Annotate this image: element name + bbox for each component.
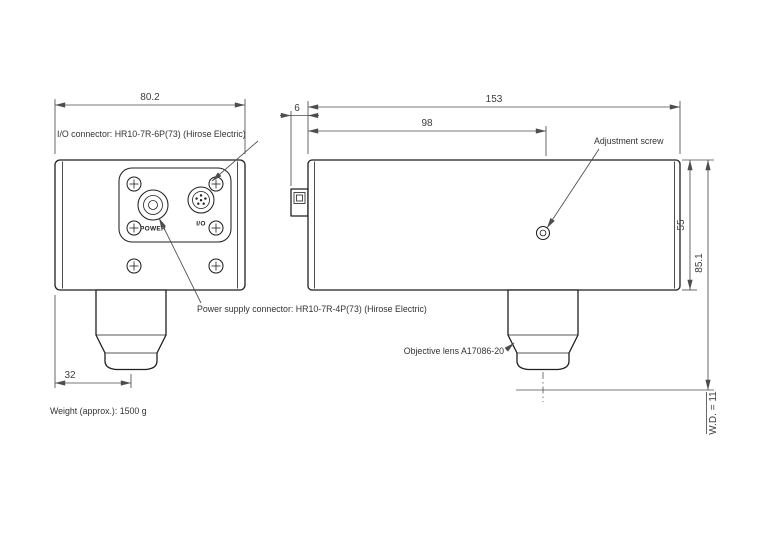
- objective-lens-callout: Objective lens A17086-20: [404, 346, 504, 356]
- weight-note: Weight (approx.): 1500 g: [50, 406, 147, 416]
- adjustment-screw-callout: Adjustment screw: [594, 136, 664, 146]
- side-connector-detail: [296, 194, 303, 202]
- front-lens-barrel: [95, 289, 167, 371]
- leader-line: [158, 217, 202, 304]
- screw-icon: [208, 258, 224, 274]
- screw-icon: [126, 258, 142, 274]
- side-connector-detail: [293, 192, 306, 204]
- leader-line: [504, 342, 515, 352]
- side-view: 153 6 98 Adjustment screw Objective lens…: [280, 94, 719, 435]
- side-body: [307, 159, 681, 291]
- screw-icon: [126, 220, 142, 236]
- side-length-dim-text: 153: [486, 94, 503, 105]
- io-connector: [187, 186, 215, 214]
- side-body-height-dim-text: 55: [676, 219, 687, 231]
- connector-plate: [118, 167, 232, 243]
- side-depth-dim-text: 6: [294, 103, 300, 114]
- power-port-label: POWER: [140, 226, 166, 233]
- power-connector: [137, 189, 169, 221]
- leader-line: [211, 140, 259, 182]
- screw-icon: [126, 176, 142, 192]
- side-connector-block: [290, 188, 309, 217]
- side-lens-barrel: [507, 289, 579, 371]
- side-screw-pos-dim-text: 98: [421, 118, 433, 129]
- front-width-dim-text: 80.2: [140, 92, 160, 103]
- working-distance-text: W.D. = 11: [708, 391, 719, 435]
- front-offset-dim-text: 32: [64, 370, 76, 381]
- io-port-label: I/O: [196, 221, 206, 228]
- front-view: 80.2 POWER: [50, 92, 427, 416]
- leader-line: [546, 148, 600, 229]
- screw-icon: [208, 220, 224, 236]
- adjustment-screw: [535, 225, 551, 241]
- side-overall-height-dim-text: 85.1: [694, 253, 705, 273]
- power-connector-callout: Power supply connector: HR10-7R-4P(73) (…: [197, 304, 427, 314]
- io-connector-callout: I/O connector: HR10-7R-6P(73) (Hirose El…: [57, 129, 246, 139]
